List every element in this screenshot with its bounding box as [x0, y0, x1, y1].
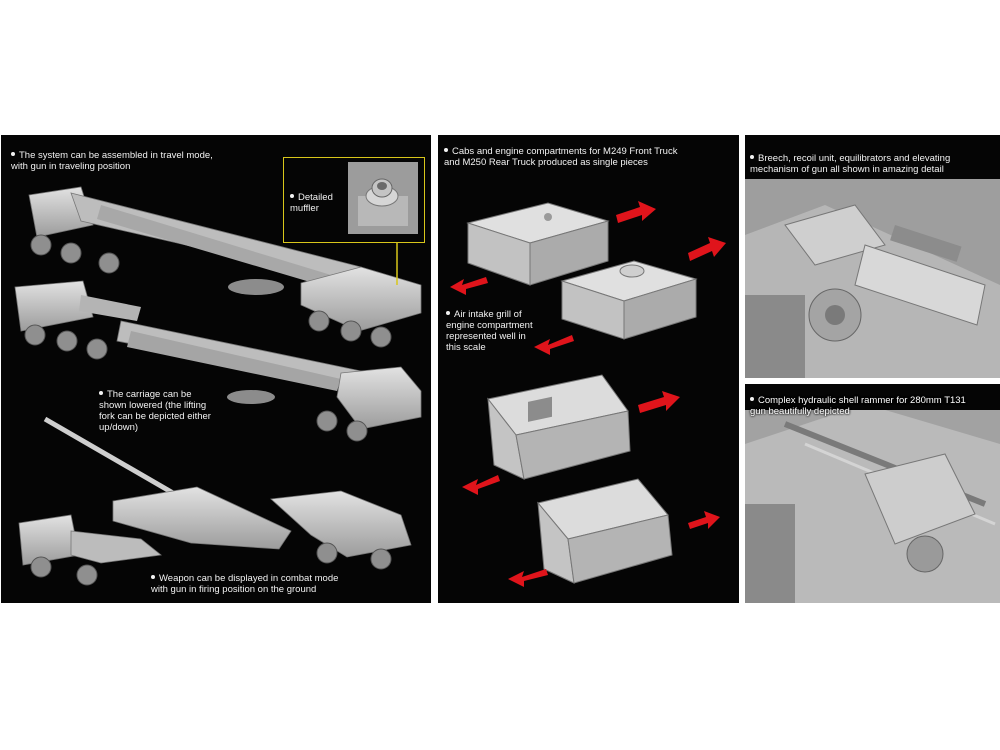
vehicle-illustrations: [14, 186, 422, 586]
muffler-detail-image: [348, 162, 418, 234]
muffler-callout-label: Detailed muffler: [290, 192, 333, 214]
travel-mode-caption: The system can be assembled in travel mo…: [11, 150, 213, 172]
breech-detail-panel: Breech, recoil unit, equilibrators and e…: [745, 135, 1000, 378]
cab-illustrations: [450, 201, 726, 587]
cabs-engine-panel: Cabs and engine compartments for M249 Fr…: [438, 135, 739, 603]
assembly-modes-panel: The system can be assembled in travel mo…: [1, 135, 431, 603]
lowered-carriage-caption: The carriage can be shown lowered (the l…: [99, 389, 211, 433]
cab-rear-truck: [537, 478, 673, 584]
travel-mode-model: [28, 186, 422, 348]
combat-mode-model: [18, 416, 412, 586]
muffler-callout: Detailed muffler: [283, 157, 425, 243]
combat-mode-caption: Weapon can be displayed in combat mode w…: [151, 573, 339, 595]
shell-rammer-panel: Complex hydraulic shell rammer for 280mm…: [745, 384, 1000, 603]
shell-rammer-image: [745, 384, 1000, 603]
shell-rammer-caption: Complex hydraulic shell rammer for 280mm…: [750, 395, 966, 417]
breech-detail-image: [745, 135, 1000, 378]
lowered-carriage-model: [14, 280, 422, 442]
breech-caption: Breech, recoil unit, equilibrators and e…: [750, 153, 951, 175]
cab-front-truck: [487, 374, 631, 480]
cabs-caption: Cabs and engine compartments for M249 Fr…: [444, 146, 678, 168]
engine-compartment-rear: [560, 260, 698, 340]
air-intake-caption: Air intake grill of engine compartment r…: [446, 309, 533, 353]
assembly-arrows: [450, 201, 726, 587]
engine-compartment-front: [466, 202, 610, 286]
